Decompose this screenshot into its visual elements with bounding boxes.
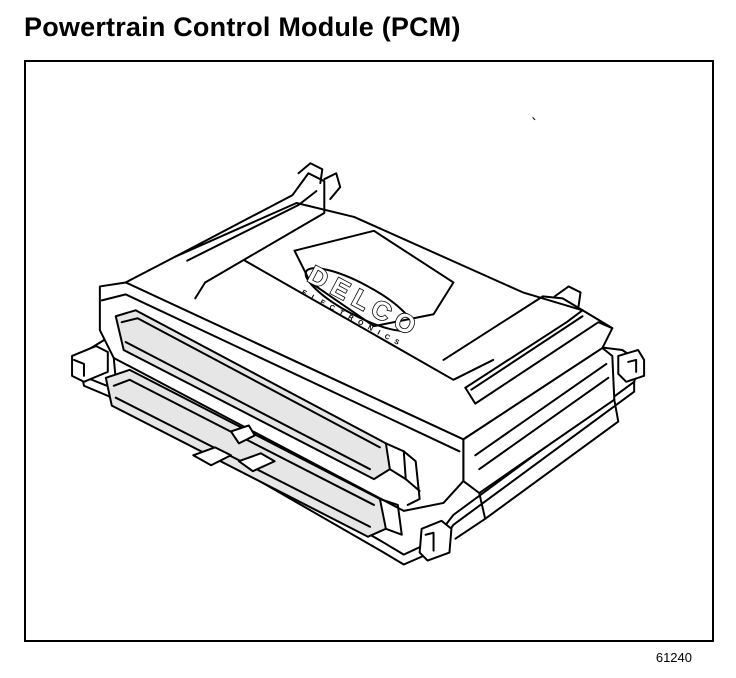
pcm-illustration: D E L C O ELECTRONICS — [71, 117, 646, 566]
connector-face — [98, 281, 465, 538]
page-title: Powertrain Control Module (PCM) — [24, 12, 461, 42]
logo-swoosh-icon — [304, 267, 413, 332]
figure-frame: D E L C O ELECTRONICS — [24, 60, 714, 642]
figure-number: 61240 — [655, 650, 692, 665]
